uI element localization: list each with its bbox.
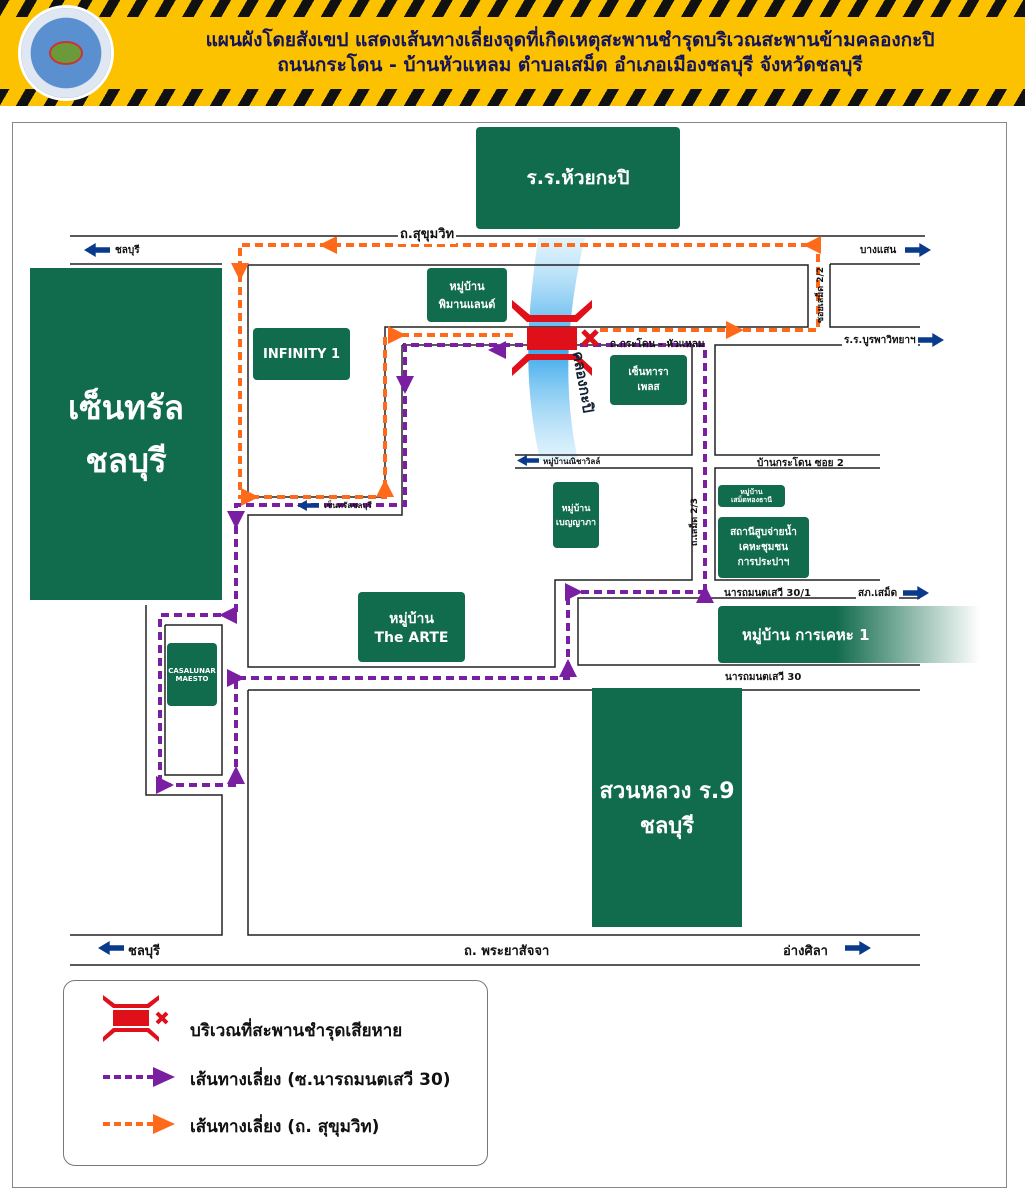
header-banner: แผนผังโดยสังเขป แสดงเส้นทางเลี่ยงจุดที่เ…	[0, 0, 1025, 106]
place-samet-thong-thani: หมู่บ้านเสม็ดทองธานี	[718, 485, 785, 507]
purple-route-arrow-icon	[565, 583, 583, 601]
road-label-narathamon-30-1: นารถมนตเสวี 30/1	[724, 588, 811, 599]
direction-nichaville: หมู่บ้านณิชาวิลล์	[543, 457, 601, 466]
purple-route-arrow-icon	[696, 585, 714, 603]
place-pimanland: หมู่บ้านพิมานแลนด์	[427, 268, 507, 322]
legend-orange-route-label: เส้นทางเลี่ยง (ถ. สุขุมวิท)	[190, 1117, 380, 1137]
arrow-left-icon	[517, 455, 539, 466]
orange-route-arrow-icon	[231, 263, 249, 281]
place-central-chonburi: เซ็นทรัลชลบุรี	[30, 268, 222, 600]
damaged-bridge-icon	[512, 300, 599, 376]
purple-route-arrow-icon	[488, 341, 506, 359]
detour-route-narathamon	[158, 343, 707, 787]
direction-samet-police: สภ.เสม็ด	[856, 586, 900, 601]
place-infinity: INFINITY 1	[253, 328, 350, 380]
direction-angsila: อ่างศิลา	[783, 944, 828, 959]
hazard-stripes-top	[0, 0, 1025, 17]
direction-central: เซ็นทรัลชลบุรี	[324, 501, 372, 510]
direction-chonburi-bottom: ชลบุรี	[128, 944, 161, 959]
crab-icon	[49, 41, 83, 65]
orange-route-arrow-icon	[803, 236, 821, 254]
orange-route-arrow-icon	[319, 236, 337, 254]
page-title: แผนผังโดยสังเขป แสดงเส้นทางเลี่ยงจุดที่เ…	[130, 28, 1010, 78]
direction-bangsaen: บางแสน	[858, 243, 899, 258]
legend-symbols	[103, 995, 175, 1134]
title-line-2: ถนนกระโดน - บ้านหัวแหลม ตำบลเสม็ด อำเภอเ…	[277, 54, 863, 76]
place-water-station: สถานีสูบจ่ายน้ำเคหะชุมชนการประปาฯ	[718, 517, 809, 578]
road-label-krathon: ถ.กระโดน - หัวแหลม	[610, 339, 705, 350]
legend	[63, 980, 488, 1166]
purple-route-arrow-icon	[156, 776, 174, 794]
road-label-samet-23: ถ.เสม็ด 2/3	[690, 497, 701, 547]
place-centara: เซ็นทาราเพลส	[610, 355, 687, 405]
road-label-soi-samet-22: ซอยเสม็ด 2/2	[816, 266, 827, 324]
direction-chonburi-top: ชลบุรี	[113, 243, 142, 258]
road-label-krathon-soi2: บ้านกระโดน ซอย 2	[757, 458, 844, 469]
purple-arrow-icon	[153, 1067, 175, 1087]
purple-route-arrow-icon	[227, 669, 245, 687]
title-line-1: แผนผังโดยสังเขป แสดงเส้นทางเลี่ยงจุดที่เ…	[205, 29, 935, 51]
map-frame	[12, 122, 1007, 1188]
orange-route-arrow-icon	[376, 479, 394, 497]
purple-route-arrow-icon	[227, 511, 245, 529]
orange-route-arrow-icon	[726, 321, 744, 339]
detour-route-sukhumvit	[238, 243, 820, 499]
orange-route-arrow-icon	[241, 488, 259, 506]
arrow-left-icon	[297, 500, 319, 511]
road-label-narathamon-30: นารถมนตเสวี 30	[725, 672, 802, 683]
purple-route-arrow-icon	[396, 376, 414, 394]
direction-burapha: ร.ร.บูรพาวิทยาฯ	[842, 333, 918, 348]
orange-arrow-icon	[153, 1114, 175, 1134]
purple-route-arrow-icon	[227, 766, 245, 784]
place-school-huaikapi: ร.ร.ห้วยกะปิ	[476, 127, 680, 229]
legend-damage-label: บริเวณที่สะพานชำรุดเสียหาย	[190, 1021, 403, 1041]
purple-route-arrow-icon	[559, 659, 577, 677]
place-benyapa: หมู่บ้านเบญญาภา	[553, 482, 599, 548]
municipality-seal-icon	[18, 5, 114, 101]
road-label-sukhumvit: ถ.สุขุมวิท	[398, 223, 457, 244]
road-edges	[70, 235, 925, 966]
purple-route-arrow-icon	[219, 606, 237, 624]
hazard-stripes-bottom	[0, 89, 1025, 106]
place-kheha-1: หมู่บ้าน การเคหะ 1	[718, 606, 980, 663]
road-label-phraya-satcha: ถ. พระยาสัจจา	[464, 944, 550, 959]
damaged-bridge-legend-icon	[103, 995, 169, 1042]
legend-purple-route-label: เส้นทางเลี่ยง (ซ.นารถมนตเสวี 30)	[190, 1070, 451, 1090]
orange-route-arrow-icon	[388, 326, 406, 344]
